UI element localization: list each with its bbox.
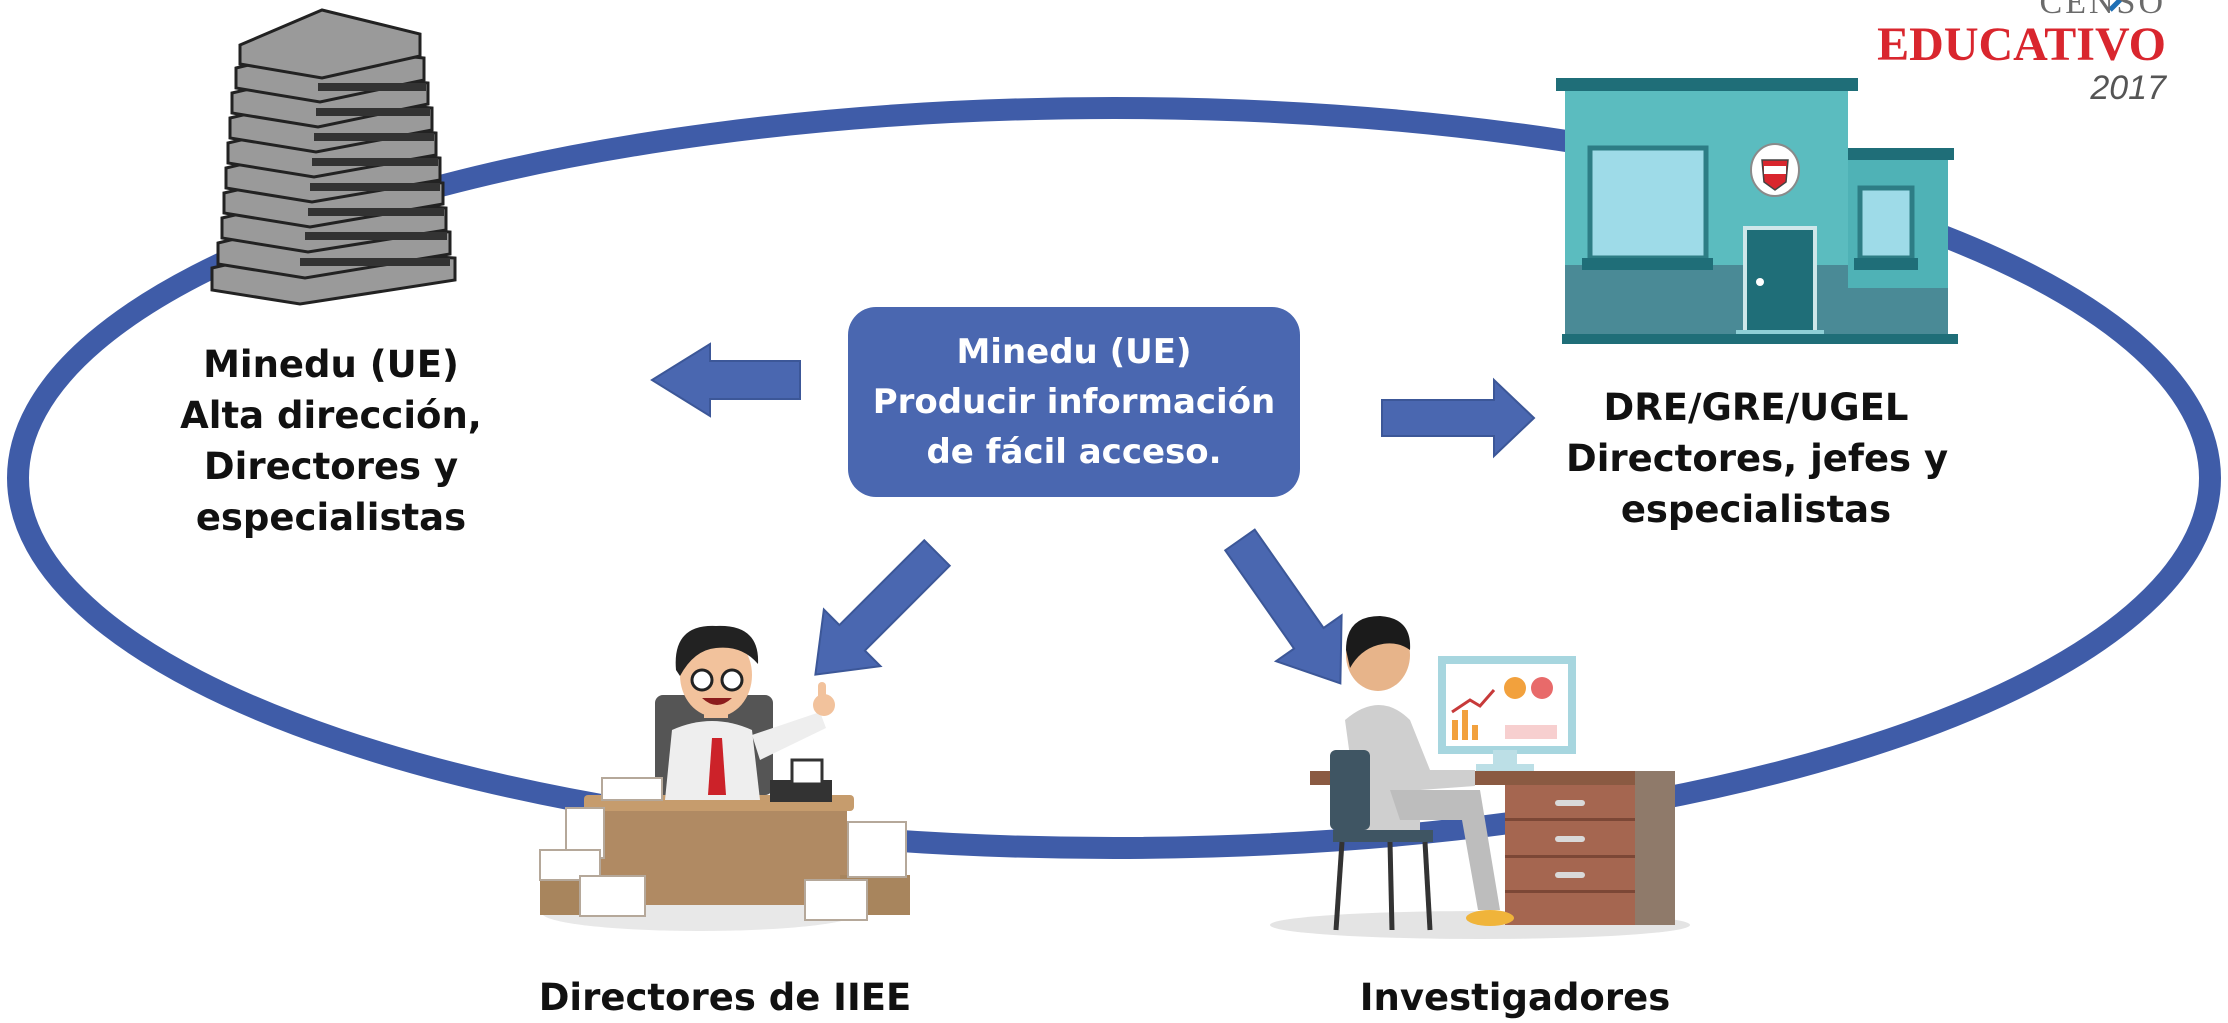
dre-line-3: especialistas — [1620, 488, 1892, 531]
census-logo: CENSO EDUCATIVO 2017 — [1877, 0, 2166, 106]
center-line-2: Producir información — [872, 382, 1276, 422]
directores-line-1: Directores de IIEE — [538, 976, 912, 1019]
minedu-line-3: Directores y — [203, 445, 459, 488]
logo-year: 2017 — [2090, 69, 2166, 107]
office-building-icon — [210, 8, 457, 306]
arrow-left — [650, 342, 801, 418]
minedu-line-4: especialistas — [195, 496, 467, 539]
dre-line-2: Directores, jefes y — [1566, 437, 1949, 480]
dre-line-1: DRE/GRE/UGEL — [1603, 386, 1909, 429]
cycle-ring — [7, 97, 2221, 859]
logo-line-1: CENSO — [2039, 0, 2166, 21]
arrow-right — [1381, 377, 1536, 459]
center-line-1: Minedu (UE) — [956, 332, 1192, 372]
researcher-at-computer-icon — [1270, 616, 1690, 939]
arrow-down-right — [1223, 528, 1343, 685]
center-line-3: de fácil acceso. — [926, 432, 1222, 472]
regional-office-building-icon — [1556, 78, 1958, 344]
dre-label: DRE/GRE/UGEL Directores, jefes y especia… — [1566, 382, 1949, 535]
logo-line-2: EDUCATIVO — [1877, 18, 2166, 71]
logo-check-icon — [2108, 0, 2124, 12]
minedu-label: Minedu (UE) Alta dirección, Directores y… — [161, 339, 501, 543]
center-node: Minedu (UE) Producir información de fáci… — [848, 307, 1300, 497]
investigadores-line-1: Investigadores — [1359, 976, 1671, 1019]
minedu-line-2: Alta dirección, — [180, 394, 482, 437]
arrow-down-left — [814, 538, 952, 676]
directores-label: Directores de IIEE — [530, 972, 920, 1023]
minedu-line-1: Minedu (UE) — [203, 343, 459, 386]
investigadores-label: Investigadores — [1345, 972, 1685, 1023]
school-director-at-desk-icon — [539, 625, 910, 931]
